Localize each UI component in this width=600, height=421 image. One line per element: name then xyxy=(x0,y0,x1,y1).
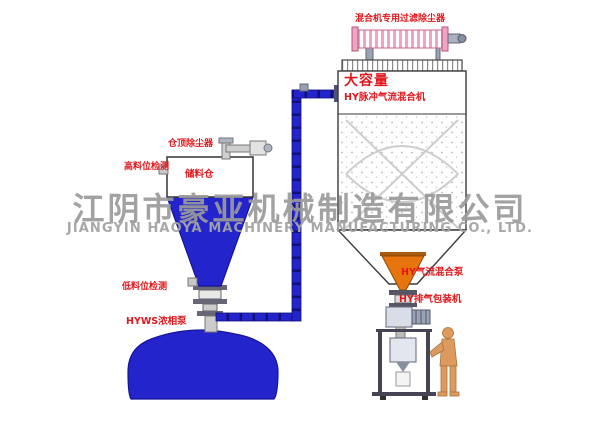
orange-cone-flange xyxy=(380,252,426,256)
low-level-sensor xyxy=(187,277,198,287)
top-filter-cap-left xyxy=(351,26,359,52)
operator-head xyxy=(442,327,454,339)
silo-outlet-flange-top xyxy=(193,285,227,290)
pump-outlet-pipe xyxy=(395,326,406,340)
silo-outlet-flange-bot xyxy=(197,311,223,316)
operator-leg-right xyxy=(449,365,457,393)
packing-machine-body xyxy=(389,337,417,363)
operator-figure xyxy=(429,327,460,397)
discharge-flange-bot xyxy=(389,303,417,307)
high-level-sensor xyxy=(158,165,169,175)
mixing-swirls xyxy=(345,119,459,229)
silo-outlet-neck xyxy=(202,303,218,312)
silo-top-filter-pipe xyxy=(225,144,251,153)
conveying-pipe-horizontal-top xyxy=(291,89,339,99)
storage-silo-label: 储料仓 xyxy=(185,169,214,180)
mixer-vessel-assembly xyxy=(336,26,468,400)
discharge-flange-top xyxy=(389,290,417,295)
mixer-filter-label: 混合机专用过滤除尘器 xyxy=(355,14,446,24)
top-filter-cap-right xyxy=(441,26,449,52)
frame-base xyxy=(372,392,436,396)
airflow-pump-body xyxy=(385,306,413,328)
silo-top-dust-label: 仓顶除尘器 xyxy=(168,139,214,149)
tank-inlet-pipe xyxy=(204,315,218,333)
silo-cone xyxy=(166,196,254,287)
low-level-label: 低料位检测 xyxy=(122,282,168,292)
operator-arm xyxy=(429,341,445,358)
silo-top-filter-lid xyxy=(218,137,234,144)
frame-top-bar xyxy=(376,329,432,332)
vessel-inlet-fitting xyxy=(334,85,339,102)
vessel-rim xyxy=(341,59,463,72)
high-level-label: 高料位检测 xyxy=(124,162,170,172)
top-filter-body xyxy=(356,29,444,49)
pipeline xyxy=(215,83,339,322)
large-capacity-label: 大容量 xyxy=(344,73,389,89)
frame-foot-left xyxy=(380,396,386,400)
pipe-elbow-fitting xyxy=(299,83,309,92)
top-filter-outlet-cap xyxy=(457,34,467,43)
silo-outlet-flange-mid xyxy=(193,299,227,304)
packing-bag xyxy=(395,371,411,387)
airflow-pump-label: HY气流混合泵 xyxy=(401,267,464,278)
dense-phase-pump-label: HYWS浓相泵 xyxy=(126,316,187,327)
operator-foot-right xyxy=(449,391,460,397)
storage-silo-assembly xyxy=(127,137,279,400)
conveying-pipe-horizontal-bottom xyxy=(215,312,295,322)
silo-top-filter-cap xyxy=(263,143,273,153)
top-filter-connector-right xyxy=(435,47,441,62)
operator-leg-left xyxy=(440,365,448,393)
pulse-mixer-label: HY脉冲气流混合机 xyxy=(344,92,426,103)
blow-tank xyxy=(127,329,279,400)
frame-leg-left xyxy=(378,330,382,394)
frame-leg-right xyxy=(426,330,430,394)
top-filter-connector-left xyxy=(365,47,374,62)
silo-body xyxy=(166,156,254,198)
conveying-pipe-vertical xyxy=(291,89,302,322)
operator-foot-left xyxy=(437,391,448,397)
frame-foot-right xyxy=(422,396,428,400)
silo-outlet-valve xyxy=(198,289,222,300)
operator-torso xyxy=(439,338,458,367)
packing-spout xyxy=(396,362,410,372)
packing-machine-label: HY排气包装机 xyxy=(399,294,462,305)
